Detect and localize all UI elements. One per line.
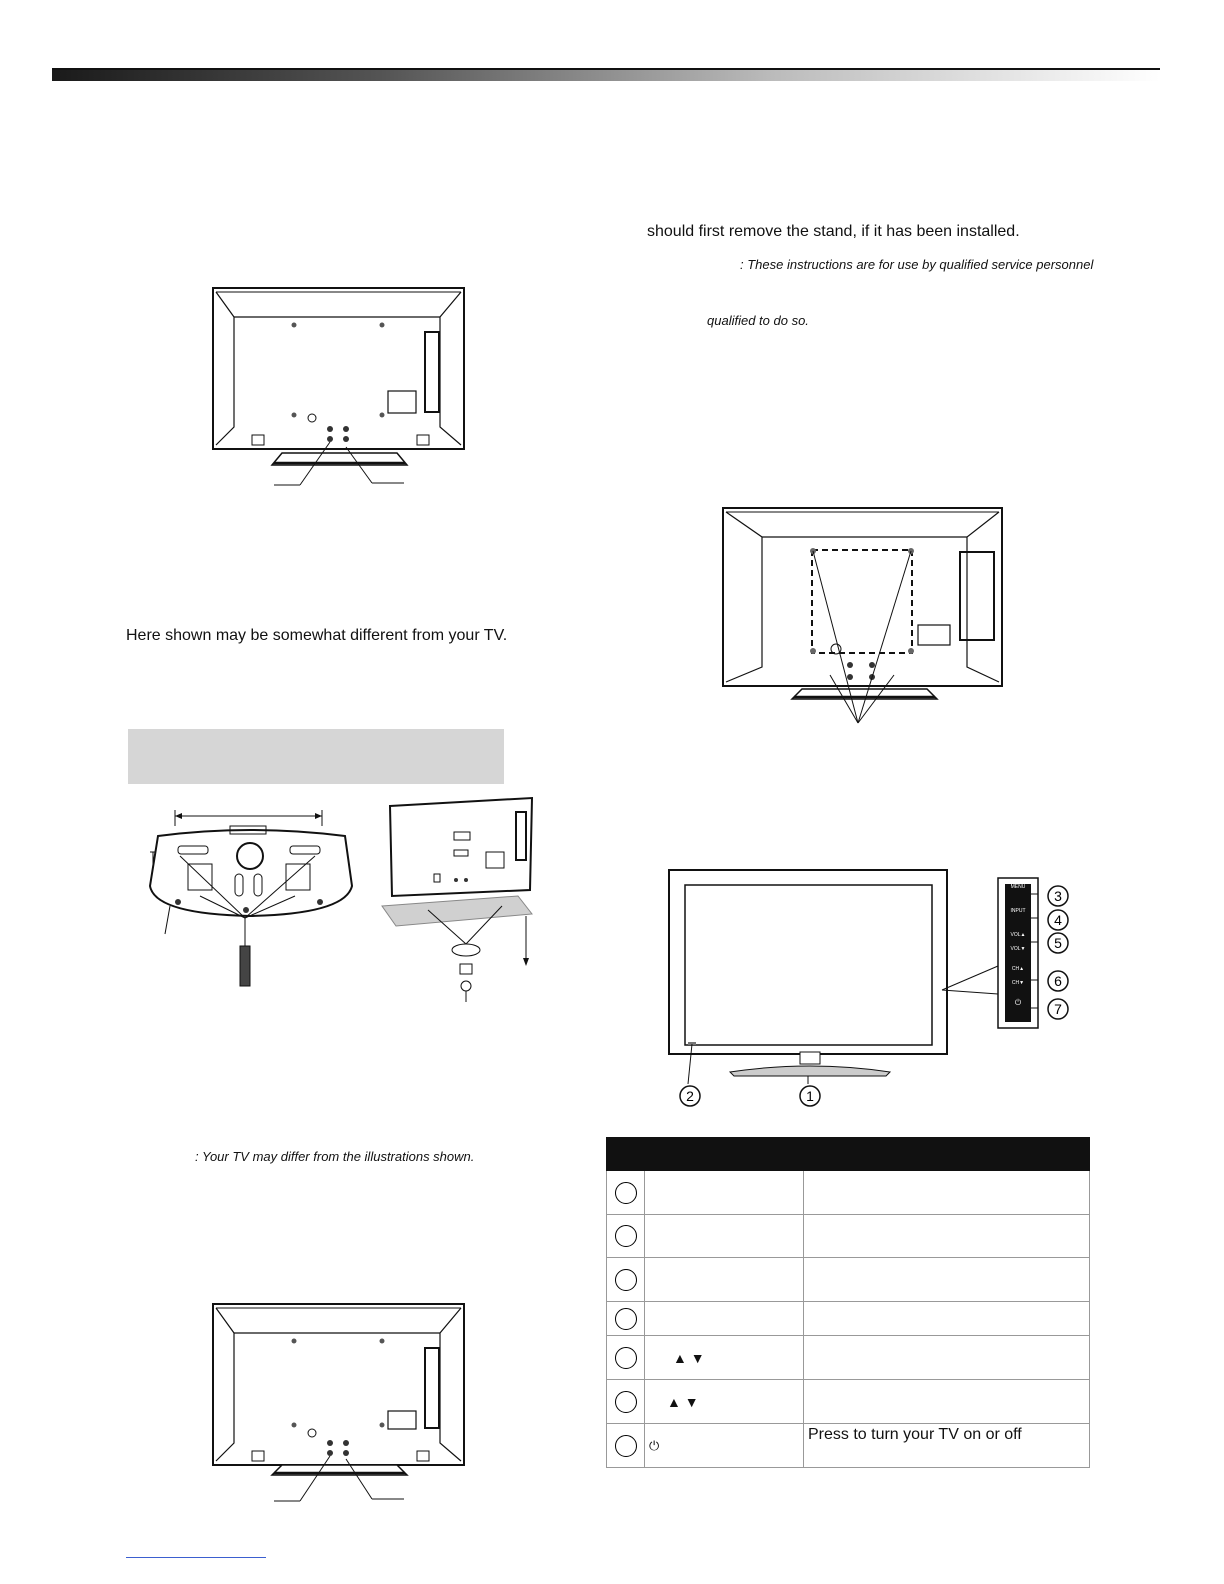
svg-text:1: 1 <box>806 1088 814 1104</box>
row-symbol-ch-arrows: ▲ ▼ <box>644 1379 804 1424</box>
row-symbol-vol-arrows: ▲ ▼ <box>644 1335 804 1380</box>
tv-back-illustration-top <box>212 287 465 486</box>
row-description <box>803 1257 1090 1302</box>
svg-text:4: 4 <box>1054 912 1062 928</box>
note-shown-text: Here shown may be somewhat different fro… <box>126 627 508 644</box>
row-number-circle <box>614 1346 637 1369</box>
tv-front-controls-illustration <box>668 869 1039 1085</box>
table-row <box>606 1214 1090 1258</box>
panel-menu-label: MENU <box>1010 884 1026 890</box>
table-header-row <box>606 1137 1090 1171</box>
row-description <box>803 1214 1090 1258</box>
callout-5: 5 <box>1047 932 1069 954</box>
table-row: ▲ ▼ <box>606 1335 1090 1380</box>
remove-stand-text: should first remove the stand, if it has… <box>647 223 1020 240</box>
tv-back-illustration-bottom <box>212 1303 465 1502</box>
callout-3: 3 <box>1047 885 1069 907</box>
row-number-circle <box>614 1307 637 1330</box>
panel-ch-up-label: CH▲ <box>1011 966 1025 972</box>
header-rule <box>52 68 1160 70</box>
panel-ch-down-label: CH▼ <box>1011 980 1025 986</box>
callout-7: 7 <box>1047 998 1069 1020</box>
caution-text-line1: : These instructions are for use by qual… <box>740 257 1094 272</box>
row-symbol <box>644 1301 804 1336</box>
note-differ-text: : Your TV may differ from the illustrati… <box>195 1149 475 1164</box>
panel-input-label: INPUT <box>1010 908 1026 914</box>
callout-4: 4 <box>1047 909 1069 931</box>
panel-power-icon: ⏻ <box>1014 998 1022 1007</box>
callout-1: 1 <box>799 1085 821 1107</box>
table-row <box>606 1170 1090 1215</box>
svg-text:2: 2 <box>686 1088 694 1104</box>
table-row: ⏻ Press to turn your TV on or off <box>606 1423 1090 1468</box>
row-description <box>803 1170 1090 1215</box>
table-row <box>606 1257 1090 1302</box>
panel-vol-up-label: VOL▲ <box>1010 932 1026 938</box>
callout-6: 6 <box>1047 970 1069 992</box>
power-icon: ⏻ <box>644 1423 804 1468</box>
note-gray-box <box>128 729 504 784</box>
row-number-circle <box>614 1225 637 1247</box>
svg-text:7: 7 <box>1054 1001 1062 1017</box>
row-number-circle <box>614 1181 637 1204</box>
row-description: Press to turn your TV on or off <box>803 1423 1090 1468</box>
footer-link-underline[interactable] <box>126 1557 266 1558</box>
controls-table: ▲ ▼ ▲ ▼ ⏻ Press to turn your TV on or of… <box>606 1137 1090 1468</box>
svg-text:6: 6 <box>1054 973 1062 989</box>
row-number-circle <box>614 1390 637 1413</box>
table-row: ▲ ▼ <box>606 1379 1090 1424</box>
stand-base-underside-illustration <box>148 810 354 987</box>
caution-text-line2: qualified to do so. <box>707 313 809 328</box>
callout-2: 2 <box>679 1085 701 1107</box>
row-symbol <box>644 1214 804 1258</box>
row-symbol <box>644 1257 804 1302</box>
row-number-circle <box>614 1434 637 1457</box>
panel-vol-down-label: VOL▼ <box>1010 946 1026 952</box>
row-description <box>803 1379 1090 1424</box>
svg-text:3: 3 <box>1054 888 1062 904</box>
header-gradient-bar <box>52 68 1160 81</box>
row-symbol <box>644 1170 804 1215</box>
tv-wall-mount-illustration <box>722 507 1003 724</box>
row-number-circle <box>614 1268 637 1291</box>
tv-facedown-base-illustration <box>381 796 534 1002</box>
svg-text:5: 5 <box>1054 935 1062 951</box>
callout-numbers: 1 2 3 4 5 6 7 <box>679 885 1069 1107</box>
row-description <box>803 1301 1090 1336</box>
table-row <box>606 1301 1090 1336</box>
row-description <box>803 1335 1090 1380</box>
